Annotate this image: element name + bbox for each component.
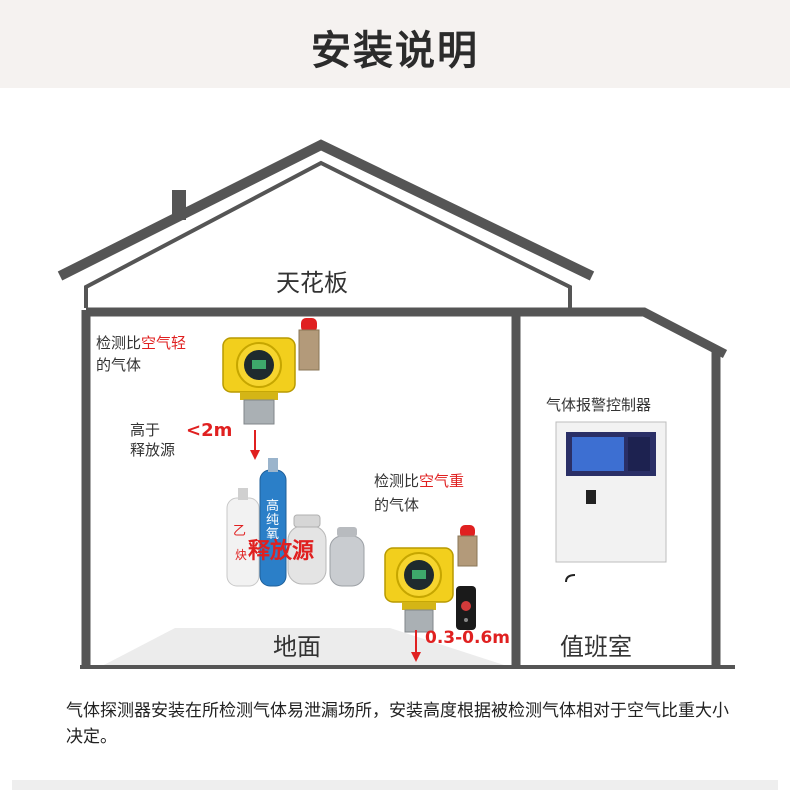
- release-source-label: 释放源: [248, 539, 315, 564]
- lpg-tank-large: [287, 514, 327, 585]
- bottom-alarm-light: [457, 525, 478, 567]
- floor-label: 地面: [273, 633, 321, 661]
- remote-control: [456, 586, 476, 630]
- duty-room-label: 值班室: [560, 633, 632, 661]
- oxygen-label: 高纯氧: [266, 499, 280, 542]
- roof-inner: [84, 160, 572, 308]
- bottom-gas-detector: [384, 547, 454, 633]
- bottom-bar: [12, 780, 778, 790]
- top-distance-label: <2m: [186, 420, 233, 441]
- ceiling-label: 天花板: [276, 269, 348, 297]
- title-band: [0, 0, 790, 88]
- light-gas-label: 检测比空气轻: [96, 334, 187, 352]
- floor-shading: [100, 628, 510, 667]
- oxygen-cylinder: [259, 458, 287, 587]
- top-gas-detector: [222, 337, 296, 425]
- above-label-2: 释放源: [130, 441, 176, 459]
- heavy-gas-label-2: 的气体: [374, 496, 420, 514]
- lpg-tank-small: [329, 527, 365, 587]
- controller-label: 气体报警控制器: [546, 396, 652, 414]
- acetylene-cylinder: [226, 488, 260, 587]
- duty-room-roof: [516, 307, 728, 358]
- light-gas-label-2: 的气体: [96, 356, 142, 374]
- bottom-distance-label: 0.3-0.6m: [425, 628, 510, 648]
- page-title: 安装说明: [311, 28, 479, 74]
- top-alarm-light: [298, 318, 320, 371]
- installation-note: 气体探测器安装在所检测气体易泄漏场所，安装高度根据被检测气体相对于空气比重大小决…: [66, 701, 729, 747]
- roof-outer: [57, 139, 595, 281]
- acetylene-label-1: 乙: [233, 524, 247, 539]
- above-label-1: 高于: [130, 421, 161, 439]
- gas-alarm-controller: [555, 421, 667, 583]
- acetylene-label-2: 炔: [235, 548, 248, 562]
- heavy-gas-label: 检测比空气重: [374, 472, 465, 490]
